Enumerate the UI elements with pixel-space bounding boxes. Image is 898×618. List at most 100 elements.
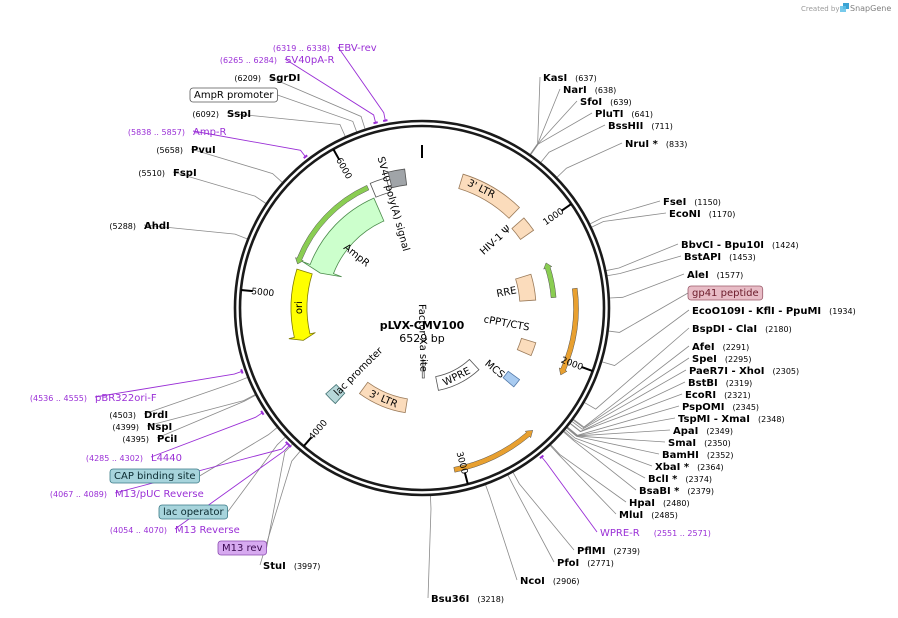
leader-pflmi (512, 472, 575, 551)
tick-6000 (332, 148, 341, 161)
site-stui[interactable]: StuI(3997) (263, 561, 320, 572)
box-label-cap-binding-site[interactable]: CAP binding site (109, 468, 200, 484)
feature-3-ltr-7 (358, 381, 408, 414)
primer-wpre-r[interactable]: WPRE-R(2551 .. 2571) (600, 528, 711, 539)
site-ecoo109i-kfli-ppumi[interactable]: EcoO109I - KflI - PpuMI(1934) (692, 306, 856, 317)
site-pluti[interactable]: PluTI(641) (595, 109, 653, 120)
site-bsshii[interactable]: BssHII(711) (608, 121, 673, 132)
site-afei[interactable]: AfeI(2291) (692, 342, 749, 353)
site-nspi[interactable]: (4399)NspI (112, 422, 172, 433)
box-label-m13-rev[interactable]: M13 rev (217, 540, 267, 556)
leader-nrui (556, 142, 623, 178)
site-bstbi[interactable]: BstBI(2319) (688, 378, 752, 389)
primer-leader-pbr322ori-f (94, 370, 243, 398)
leader-bspdi-clai (584, 327, 690, 410)
site-bbvci-bpu10i[interactable]: BbvCI - Bpu10I(1424) (681, 240, 799, 251)
leader-bstapi (607, 255, 682, 277)
leader-bamhi (566, 427, 660, 455)
site-position: (4395) (122, 435, 149, 444)
site-pflmi[interactable]: PflMI(2739) (577, 546, 640, 557)
site-alei[interactable]: AleI(1577) (687, 270, 743, 281)
site-econi[interactable]: EcoNI(1170) (669, 209, 735, 220)
site-xbai[interactable]: XbaI *(2364) (655, 462, 724, 473)
feature-hiv-1-1 (511, 217, 535, 240)
leader-paer7i-xhoi (571, 369, 687, 430)
site-bcli[interactable]: BclI *(2374) (648, 474, 712, 485)
primer-pbr322ori-f[interactable]: (4536 .. 4555)pBR322ori-F (30, 393, 157, 404)
site-ahdi[interactable]: (5288)AhdI (109, 221, 169, 232)
feature-hiv-1-1-label: HIV-1 Ψ (478, 224, 513, 258)
site-bamhi[interactable]: BamHI(2352) (662, 450, 734, 461)
feature-sv40-poly-a-signal-11-label: SV40 poly(A) signal (375, 156, 412, 253)
feature-ori-9-label: ori (294, 301, 305, 314)
site-fspi[interactable]: (5510)FspI (138, 168, 196, 179)
site-bsabi[interactable]: BsaBI *(2379) (639, 486, 714, 497)
site-position: (2321) (724, 391, 751, 400)
site-fsei[interactable]: FseI(1150) (663, 197, 721, 208)
site-apai[interactable]: ApaI(2349) (673, 426, 733, 437)
snapgene-logo-icon (840, 3, 849, 12)
site-name: SmaI (668, 438, 696, 449)
primer-ebv-rev[interactable]: (6319 .. 6338)EBV-rev (273, 43, 377, 54)
site-position: (2739) (613, 547, 640, 556)
site-mlui[interactable]: MluI(2485) (619, 510, 678, 521)
leader-econi (591, 212, 667, 228)
site-sfoi[interactable]: SfoI(639) (580, 97, 632, 108)
box-label-text: AmpR promoter (194, 90, 274, 101)
site-tspmi-xmai[interactable]: TspMI - XmaI(2348) (678, 414, 785, 425)
site-sgrdi[interactable]: (6209)SgrDI (234, 73, 300, 84)
site-hpai[interactable]: HpaI(2480) (629, 498, 690, 509)
site-pspomi[interactable]: PspOMI(2345) (682, 402, 759, 413)
site-bstapi[interactable]: BstAPI(1453) (684, 252, 756, 263)
primer-range: (4285 .. 4302) (86, 454, 143, 463)
site-drdi[interactable]: (4503)DrdI (109, 410, 168, 421)
leader-lines (143, 76, 690, 599)
site-name: AfeI (692, 342, 715, 353)
site-smai[interactable]: SmaI(2350) (668, 438, 731, 449)
leader-pluti (530, 112, 593, 155)
site-name: BbvCI - Bpu10I (681, 240, 764, 251)
orf-arrows (295, 184, 579, 473)
site-nari[interactable]: NarI(638) (563, 85, 616, 96)
site-paer7i-xhoi[interactable]: PaeR7I - XhoI(2305) (689, 366, 799, 377)
site-spei[interactable]: SpeI(2295) (692, 354, 751, 365)
box-label-text: gp41 peptide (692, 288, 759, 299)
leader-sspi (226, 112, 346, 137)
leader-alei (609, 273, 685, 299)
site-position: (1577) (717, 271, 744, 280)
primer-amp-r[interactable]: (5838 .. 5857)Amp-R (128, 127, 227, 138)
feature-rre-2 (515, 273, 537, 302)
site-position: (1170) (709, 210, 736, 219)
box-label-frame (189, 87, 278, 103)
site-pvui[interactable]: (5658)PvuI (156, 145, 215, 156)
site-ecori[interactable]: EcoRI(2321) (685, 390, 751, 401)
site-position: (2379) (687, 487, 714, 496)
site-kasi[interactable]: KasI(637) (543, 73, 597, 84)
site-bspdi-clai[interactable]: BspDI - ClaI(2180) (692, 324, 792, 335)
primer-leader-sv40pa-r (284, 58, 377, 124)
site-name: BspDI - ClaI (692, 324, 757, 335)
feature-ori-9 (288, 268, 316, 341)
primer-range: (5838 .. 5857) (128, 128, 185, 137)
box-label-frame (217, 540, 267, 556)
primer-name: WPRE-R (600, 528, 640, 539)
orf-arrow-2 (453, 430, 534, 473)
site-sspi[interactable]: (6092)SspI (192, 109, 251, 120)
site-position: (2345) (732, 403, 759, 412)
site-nrui[interactable]: NruI *(833) (625, 139, 687, 150)
site-pcii[interactable]: (4395)PciI (122, 434, 177, 445)
feature-ampr-10 (301, 197, 385, 278)
box-label-lac-operator[interactable]: lac operator (158, 504, 228, 520)
primer-l4440[interactable]: (4285 .. 4302)L4440 (86, 453, 182, 464)
site-bsu36i[interactable]: Bsu36I(3218) (431, 594, 504, 605)
box-label-ampr-promoter[interactable]: AmpR promoter (189, 87, 278, 103)
box-label-gp41-peptide[interactable]: gp41 peptide (687, 285, 764, 301)
site-ncoi[interactable]: NcoI(2906) (520, 576, 580, 587)
site-pfoi[interactable]: PfoI(2771) (557, 558, 614, 569)
primer-sv40pa-r[interactable]: (6265 .. 6284)SV40pA-R (220, 55, 335, 66)
primer-m13-reverse[interactable]: (4054 .. 4070)M13 Reverse (110, 525, 240, 536)
site-position: (5510) (138, 169, 165, 178)
site-position: (638) (595, 86, 617, 95)
site-name: NruI * (625, 139, 659, 150)
primer-m13-puc-reverse[interactable]: (4067 .. 4089)M13/pUC Reverse (50, 489, 204, 500)
